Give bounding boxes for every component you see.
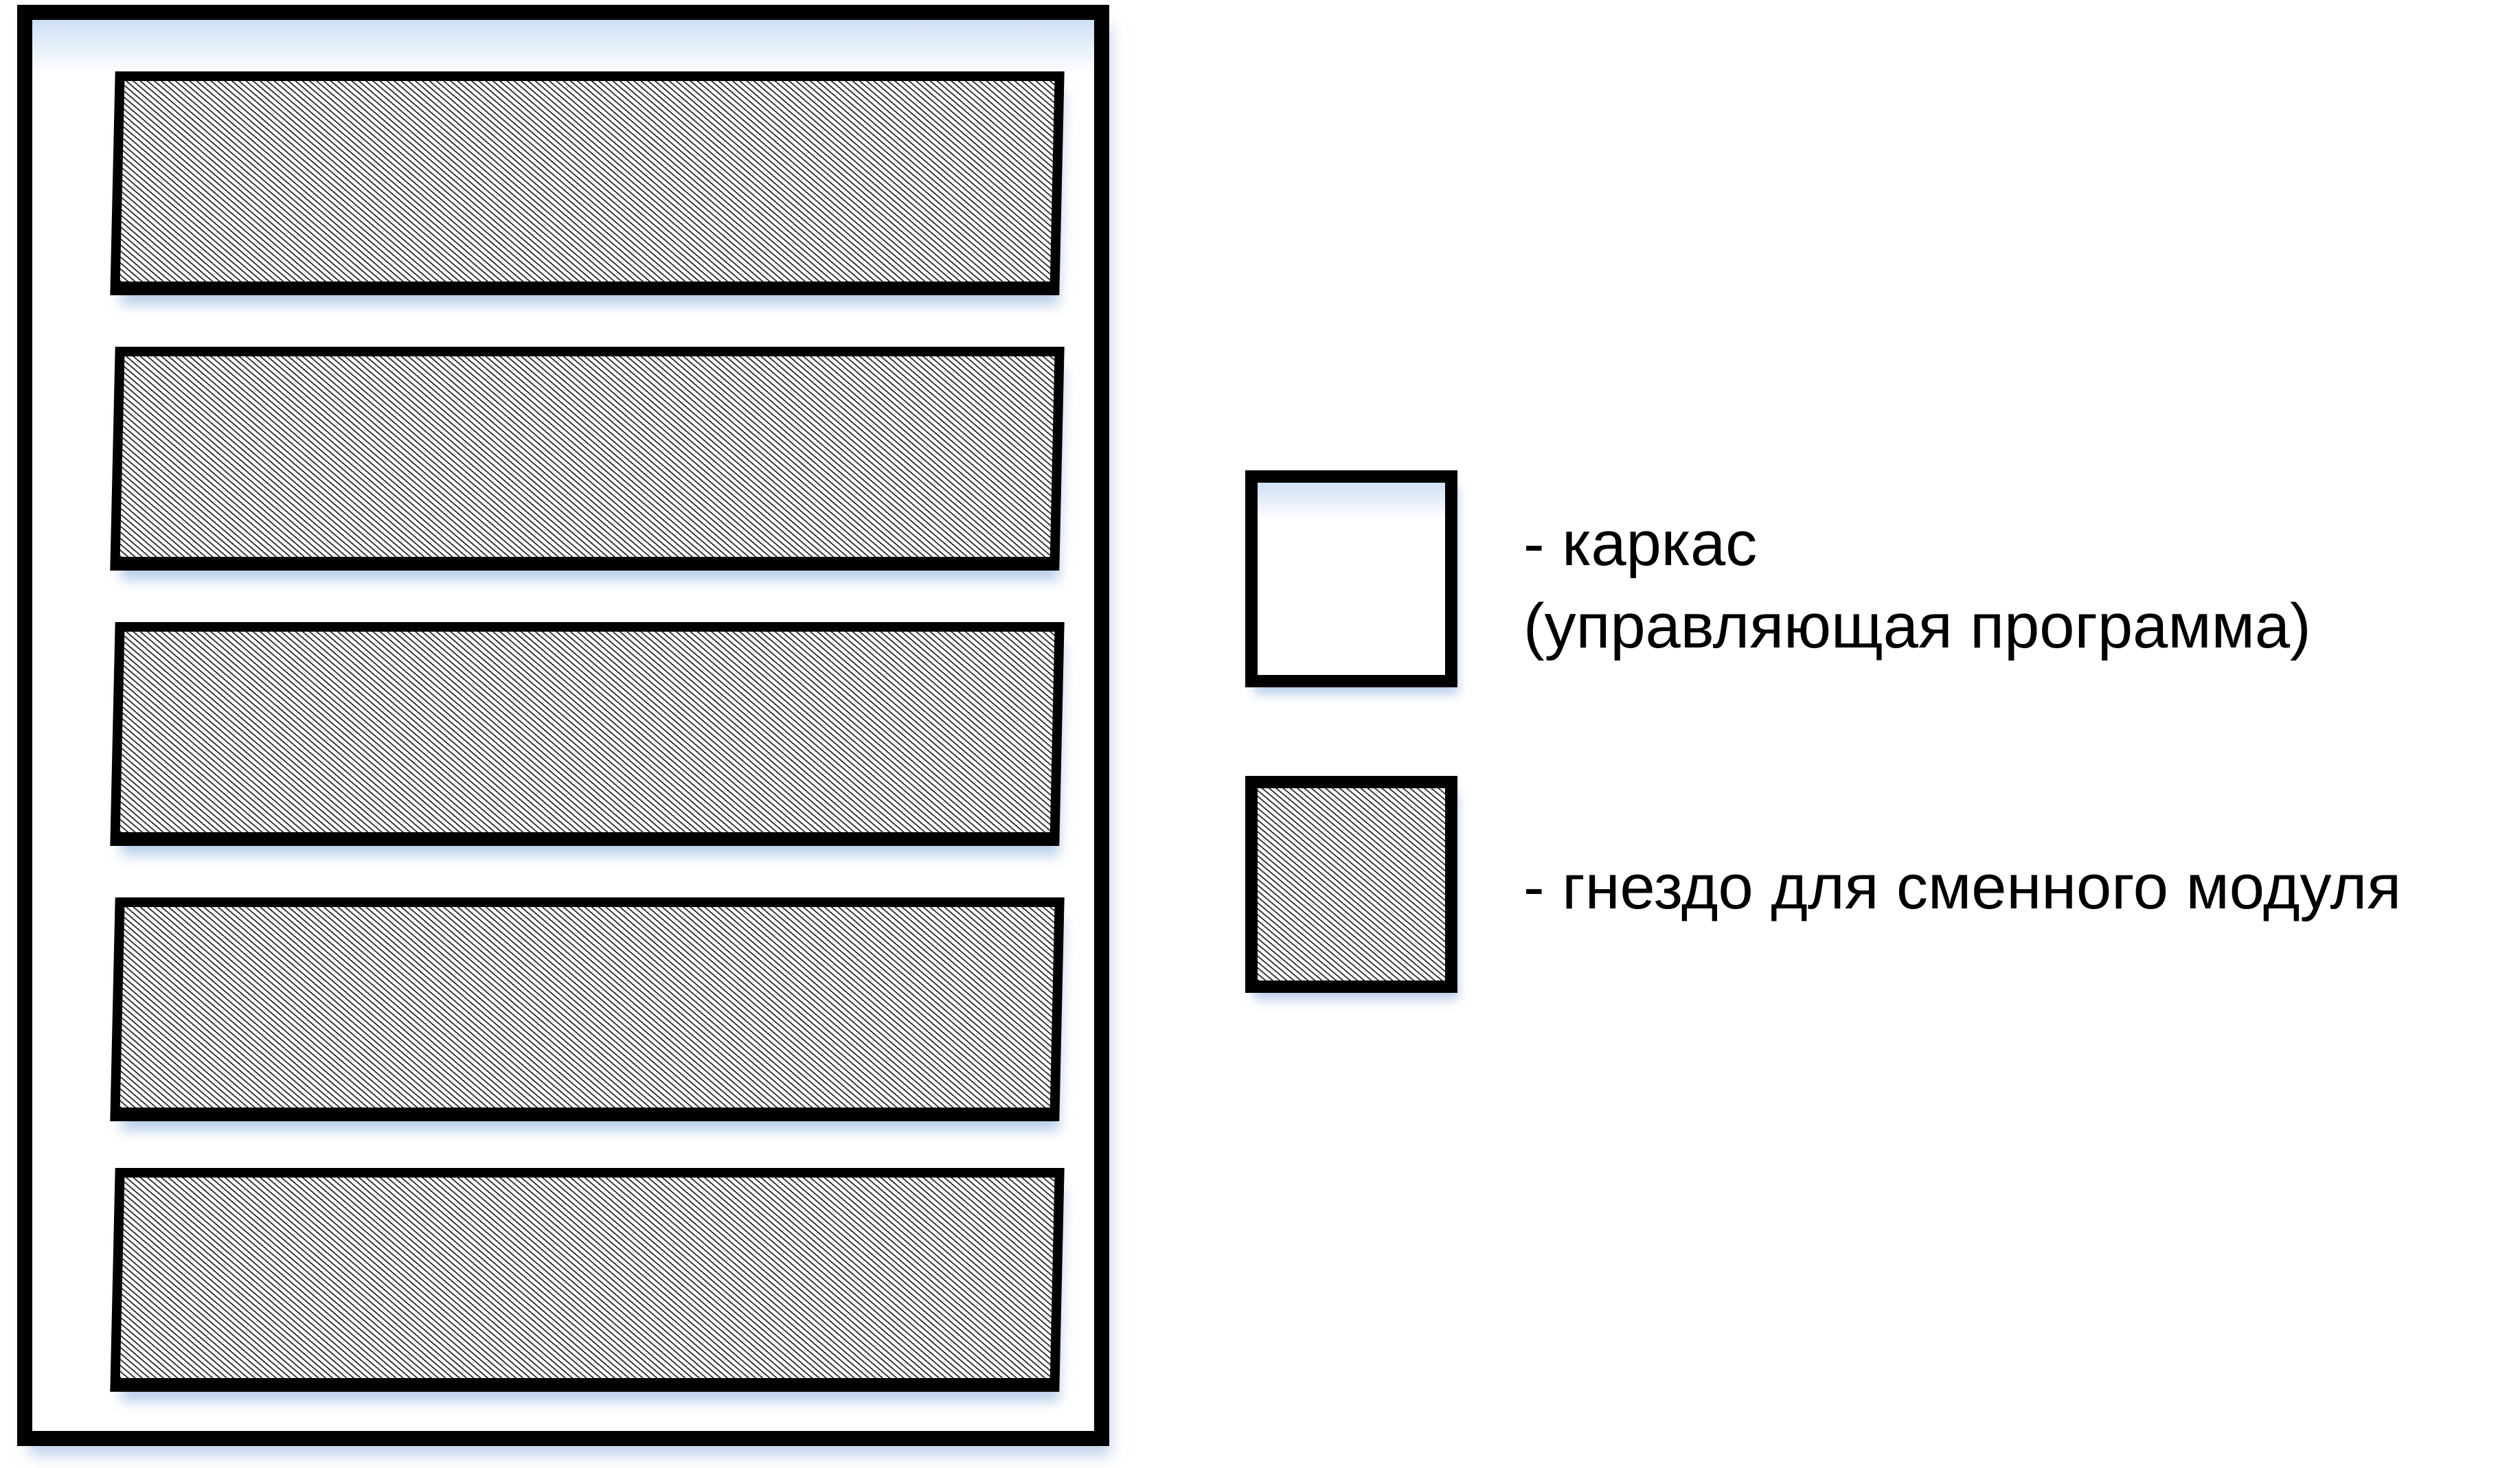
legend-frame-swatch xyxy=(1245,470,1457,687)
legend-frame-label-line1: - каркас xyxy=(1523,509,1758,579)
module-slot-2 xyxy=(110,347,1065,571)
legend-module-slot-label: - гнездо для сменного модуля xyxy=(1523,852,2402,922)
legend-module-slot-swatch xyxy=(1245,776,1457,993)
legend-frame-label: - каркас (управляющая программа) xyxy=(1523,503,2311,667)
module-slot-1 xyxy=(110,71,1065,295)
framework-box xyxy=(17,5,1109,1446)
module-slot-4 xyxy=(110,897,1065,1121)
module-slot-5 xyxy=(110,1168,1065,1392)
legend-frame-label-line2: (управляющая программа) xyxy=(1523,590,2311,661)
module-slot-3 xyxy=(110,622,1065,846)
